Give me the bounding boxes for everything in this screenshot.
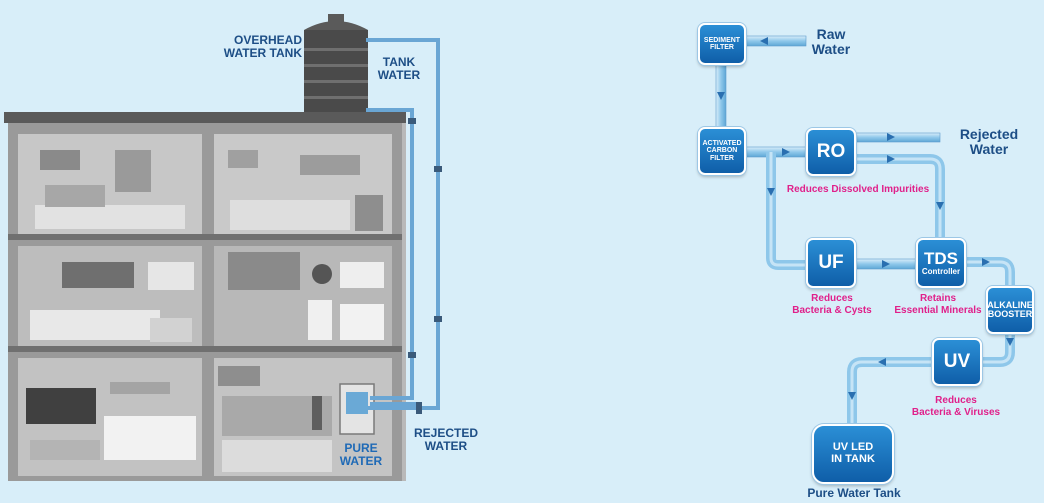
house-illustration (4, 112, 406, 481)
uf-note: Reduces Bacteria & Cysts (792, 293, 872, 316)
furniture (45, 185, 105, 207)
ro-label: RO (816, 141, 846, 163)
arrow-down-icon (1006, 338, 1014, 346)
uv-label: UV (943, 351, 971, 373)
alkaline-booster-box: ALKALINE BOOSTER (986, 286, 1034, 334)
arrow-down-icon (848, 392, 856, 400)
ro-note: Reduces Dissolved Impurities (786, 184, 930, 195)
pipe-joint (434, 316, 442, 322)
furniture (230, 200, 350, 230)
activated-carbon-filter-box: ACTIVATED CARBON FILTER (698, 127, 746, 175)
pipe-ro-tds-edge (856, 157, 942, 240)
furniture (148, 262, 194, 290)
floor-slab (8, 234, 402, 240)
tds-controller-sublabel: Controller (921, 266, 961, 276)
wall-screen (228, 252, 300, 290)
tank-ridge (304, 48, 368, 51)
pipe-carbon-uf-edge (769, 152, 806, 267)
tank-ridge (304, 96, 368, 99)
furniture (300, 155, 360, 175)
furniture (355, 195, 383, 231)
raw-water-label: Raw Water (811, 26, 851, 57)
flow-arrows (717, 37, 1014, 400)
kitchen-counter (222, 440, 332, 472)
pipe-carbon-uf (766, 152, 806, 270)
overhead-water-tank-label: OVERHEAD WATER TANK (223, 33, 302, 60)
arrow-right-icon (882, 260, 890, 268)
pipe-tds-alkaline (964, 257, 1015, 286)
alkaline-booster-label: ALKALINE BOOSTER (987, 299, 1033, 319)
sofa (104, 416, 196, 460)
tank-water-pipe (366, 38, 440, 410)
arrow-right-icon (782, 148, 790, 156)
overhead-water-tank (304, 14, 368, 112)
furniture (40, 150, 80, 170)
tank-ridge (304, 80, 368, 83)
arrow-right-icon (982, 258, 990, 266)
building-edge (402, 123, 406, 481)
kitchen-cabinet (218, 366, 260, 386)
tds-note: Retains Essential Minerals (894, 293, 982, 316)
tank-body (304, 30, 368, 112)
furniture (228, 150, 258, 168)
pipe-tds-alkaline-edge (964, 260, 1012, 286)
rejected-water-label: REJECTED WATER (413, 426, 478, 453)
purifier-panel (346, 392, 368, 414)
uv-led-tank-box: UV LED IN TANK (812, 424, 894, 484)
pipe-joint (408, 352, 416, 358)
uf-box: UF (806, 238, 856, 288)
pipe-joint (434, 166, 442, 172)
wall-clock (312, 264, 332, 284)
arrow-down-icon (936, 202, 944, 210)
arrow-down-icon (717, 92, 725, 100)
furniture (30, 440, 100, 460)
pipe-raw-water (743, 35, 807, 47)
tds-label: TDS (924, 248, 958, 268)
uv-box: UV (932, 338, 982, 386)
tank-ridge (304, 64, 368, 67)
building-pipes (366, 38, 442, 414)
sediment-filter-box: SEDIMENT FILTER (698, 23, 746, 65)
wall-tv (62, 262, 134, 288)
pipe-joint (408, 118, 416, 124)
floor-slab (8, 346, 402, 352)
furniture (110, 382, 170, 394)
arrow-down-icon (767, 188, 775, 196)
activated-carbon-filter-label: ACTIVATED CARBON FILTER (702, 139, 742, 162)
sediment-filter-label: SEDIMENT FILTER (703, 36, 741, 51)
tds-controller-box: TDS Controller (916, 238, 966, 288)
furniture (340, 304, 384, 340)
tank-lid (304, 21, 368, 30)
furniture (308, 300, 332, 340)
pipe-ro-rejected (855, 132, 941, 143)
arrow-right-icon (887, 133, 895, 141)
uf-label: UF (818, 252, 844, 274)
furniture (340, 262, 384, 288)
tank-water-label: TANK WATER (377, 55, 421, 82)
pipe-uv-tank-edge (850, 360, 934, 424)
tv-screen (26, 388, 96, 424)
person-figure (312, 396, 322, 430)
roof-slab (4, 112, 406, 123)
arrow-left-icon (760, 37, 768, 45)
uv-led-tank-label: UV LED IN TANK (831, 441, 875, 465)
pipe-alkaline-uv-edge (980, 334, 1012, 364)
rejected-water-outlet-label: Rejected Water (959, 126, 1019, 157)
pipe-alkaline-uv (980, 334, 1015, 367)
furniture (35, 205, 185, 229)
pure-water-label: PURE WATER (339, 441, 383, 468)
pipe-ro-tds (856, 154, 945, 240)
arrow-right-icon (887, 155, 895, 163)
ro-box: RO (806, 128, 856, 176)
uv-note: Reduces Bacteria & Viruses (911, 395, 1001, 418)
furniture (150, 318, 192, 342)
pipe-joint (416, 402, 422, 414)
pure-water-tank-label: Pure Water Tank (807, 486, 901, 500)
tank-cap (328, 14, 344, 22)
furniture (115, 150, 151, 192)
supply-pipe (366, 108, 414, 400)
furniture (30, 310, 160, 340)
arrow-left-icon (878, 358, 886, 366)
